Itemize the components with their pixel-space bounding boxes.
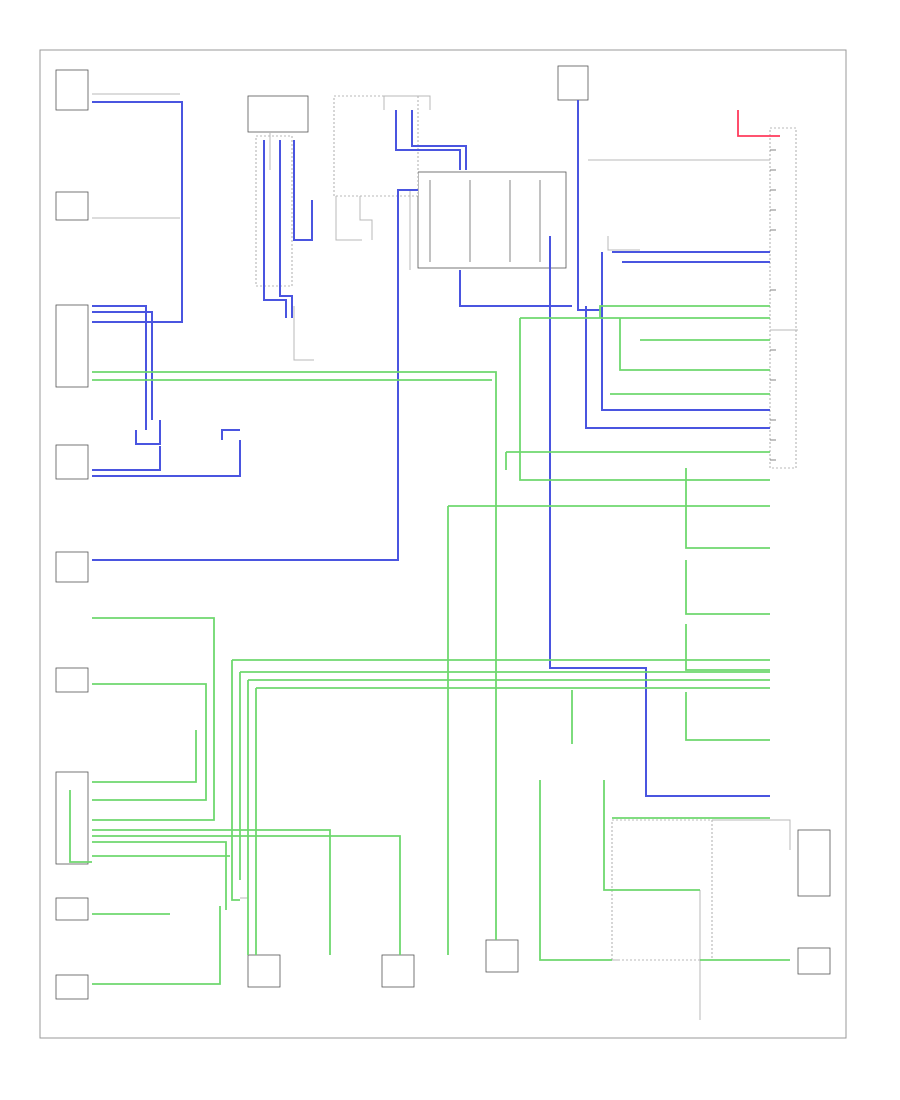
left-module-4 <box>55 551 89 583</box>
bottom-module-1 <box>247 954 281 988</box>
top-right-module <box>557 65 589 101</box>
right-module-bottom <box>797 947 831 975</box>
left-module-2 <box>55 191 89 221</box>
bottom-module-2 <box>381 954 415 988</box>
left-module-8 <box>55 974 89 1000</box>
diagram-frame <box>39 49 847 1039</box>
red-wire <box>737 110 780 137</box>
green-wires <box>69 305 790 985</box>
left-connector-block <box>55 304 89 388</box>
left-module-7 <box>55 897 89 921</box>
blue-wires <box>92 100 770 797</box>
right-module-mid <box>797 829 831 897</box>
top-connector-b <box>333 95 419 197</box>
top-connector-a <box>255 135 293 287</box>
left-module-6 <box>55 771 89 865</box>
center-junction <box>417 171 567 269</box>
bottom-module-3 <box>485 939 519 973</box>
top-left-module <box>55 69 89 111</box>
component-boxes <box>55 65 831 1000</box>
top-center-module <box>247 95 309 133</box>
gray-wires <box>92 93 798 1020</box>
left-module-3 <box>55 444 89 480</box>
right-connector-strip <box>769 127 797 469</box>
connector-pins <box>429 149 776 461</box>
left-module-5 <box>55 667 89 693</box>
